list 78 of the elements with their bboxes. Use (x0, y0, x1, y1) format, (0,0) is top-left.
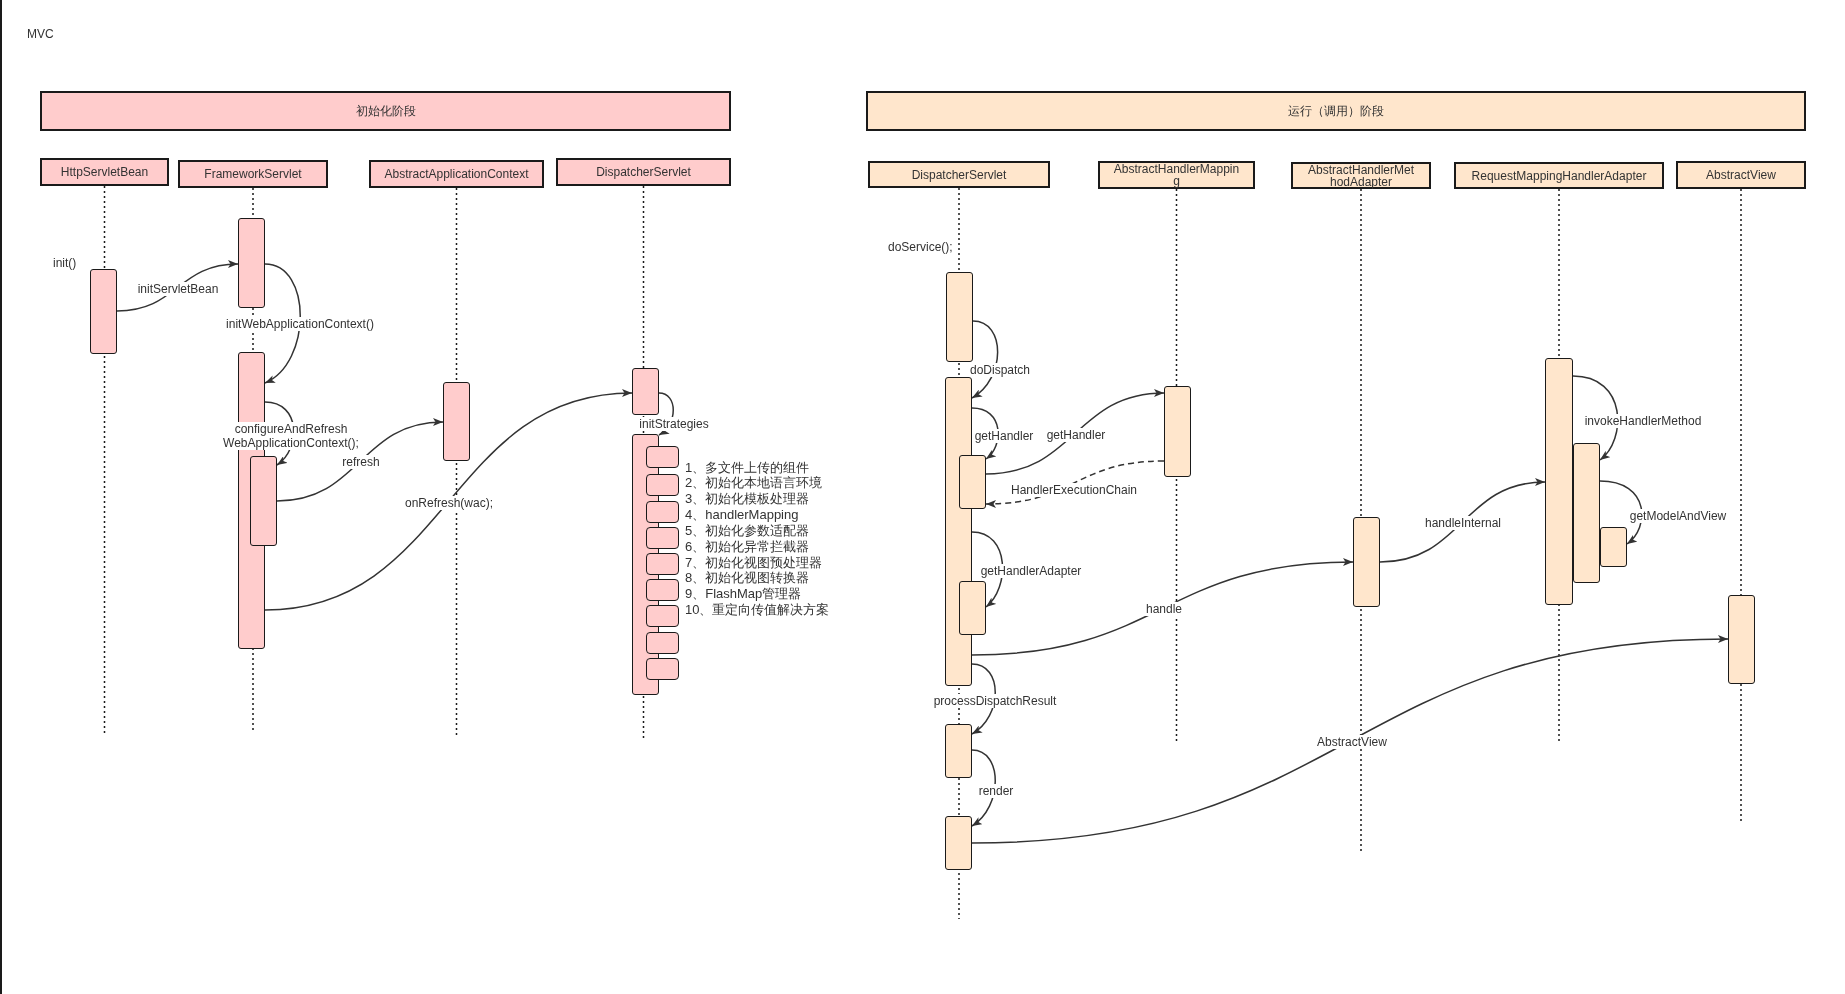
activation-bar (632, 368, 659, 415)
message-arrow (1379, 478, 1546, 563)
participant-header: AbstractApplicationContext (369, 160, 544, 188)
message-label: doDispatch (969, 362, 1031, 377)
activation-bar (443, 382, 470, 461)
participant-header: AbstractHandlerMappin g (1098, 161, 1255, 189)
activation-bar (238, 218, 265, 308)
return-arrow (985, 460, 1165, 508)
message-label: processDispatchResult (932, 694, 1058, 708)
activation-box (646, 474, 679, 496)
message-label: refresh (341, 455, 381, 469)
activation-box (646, 501, 679, 523)
diagram-title: MVC (27, 27, 54, 41)
strategy-list-item: 1、多文件上传的组件 (685, 459, 810, 476)
activation-bar (945, 724, 972, 778)
activation-box (646, 553, 679, 575)
strategy-list-item: 4、handlerMapping (685, 507, 799, 524)
strategy-list-item: 2、初始化本地语言环境 (685, 475, 823, 492)
message-arrow (971, 635, 1729, 844)
activation-bar (945, 816, 972, 870)
strategy-list-item: 6、初始化异常拦截器 (685, 538, 810, 555)
activation-bar (1545, 358, 1573, 605)
call-label: init() (53, 256, 77, 270)
participant-header: HttpServletBean (40, 158, 169, 186)
message-label: AbstractView (1316, 735, 1388, 749)
self-call-arrow (971, 531, 1004, 608)
participant-header: FrameworkServlet (178, 160, 328, 188)
message-label: getHandler (1045, 428, 1107, 442)
activation-bar (250, 456, 277, 546)
strategy-list-item: 9、FlashMap管理器 (685, 586, 802, 603)
message-label: onRefresh(wac); (404, 496, 494, 510)
message-arrow (276, 418, 444, 502)
message-label: getModelAndView (1628, 509, 1728, 523)
call-label: doService(); (888, 240, 953, 254)
self-call-arrow (971, 663, 996, 735)
message-label: initServletBean (136, 282, 220, 296)
participant-header: RequestMappingHandlerAdapter (1454, 162, 1664, 189)
strategy-list-item: 10、重定向传值解决方案 (685, 602, 830, 619)
activation-bar (90, 269, 117, 354)
strategy-list-item: 8、初始化视图转换器 (685, 570, 810, 587)
message-arrow (985, 389, 1165, 475)
activation-box (646, 527, 679, 549)
phase-banner: 运行（调用）阶段 (866, 91, 1806, 131)
activation-bar (1573, 443, 1600, 583)
activation-box (646, 446, 679, 468)
activation-bar (959, 455, 986, 509)
message-label: render (977, 784, 1015, 798)
strategy-list-item: 3、初始化模板处理器 (685, 491, 810, 508)
activation-bar (1164, 386, 1191, 477)
message-label: invokeHandlerMethod (1583, 414, 1703, 428)
activation-bar (946, 272, 973, 362)
activation-box (646, 579, 679, 601)
message-label: initStrategies (638, 417, 710, 431)
self-call-arrow (1599, 480, 1643, 545)
message-label: HandlerExecutionChain (1009, 483, 1139, 497)
message-arrow (971, 558, 1354, 656)
message-label: handle (1145, 602, 1183, 616)
self-call-arrow (264, 263, 301, 384)
activation-box (646, 605, 679, 627)
participant-header: DispatcherServlet (868, 161, 1050, 188)
activation-bar (1728, 595, 1755, 684)
message-label: getHandler (973, 429, 1035, 443)
activation-box (646, 658, 679, 680)
phase-banner: 初始化阶段 (40, 91, 731, 131)
message-arrow (264, 390, 633, 611)
participant-header: AbstractView (1676, 161, 1806, 189)
participant-header: DispatcherServlet (556, 158, 731, 186)
message-label: initWebApplicationContext() (225, 317, 375, 331)
strategy-list-item: 5、初始化参数适配器 (685, 522, 810, 539)
activation-bar (1600, 527, 1627, 567)
activation-box (646, 632, 679, 654)
message-label: handleInternal (1423, 516, 1503, 530)
activation-bar (1353, 517, 1380, 607)
activation-bar (959, 581, 986, 635)
strategy-list-item: 7、初始化视图预处理器 (685, 554, 823, 571)
message-label: getHandlerAdapter (979, 564, 1083, 578)
self-call-arrow (1572, 375, 1619, 461)
participant-header: AbstractHandlerMet hodAdapter (1291, 162, 1431, 189)
